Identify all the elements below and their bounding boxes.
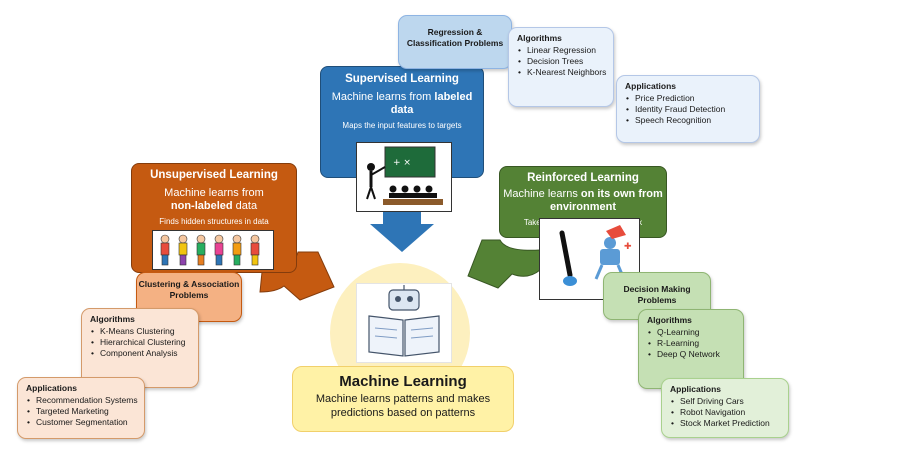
list-item: R-Learning <box>647 338 737 349</box>
robot-play-illustration: ✚ <box>539 218 640 300</box>
supervised-title: Supervised Learning <box>345 73 459 85</box>
list-item: Customer Segmentation <box>26 417 138 428</box>
supervised-applications: Applications Price Prediction Identity F… <box>616 75 760 143</box>
list-item: Self Driving Cars <box>670 396 782 407</box>
list-item: K-Means Clustering <box>90 326 192 337</box>
machine-learning-description: Machine learns patterns and makes predic… <box>315 393 491 419</box>
list-item: Decision Trees <box>517 56 607 67</box>
unsupervised-main: Machine learns from non-labeled data <box>164 187 264 212</box>
reinforced-main: Machine learns on its own from environme… <box>503 188 663 213</box>
svg-text:+ ×: + × <box>393 158 411 168</box>
list-item: Hierarchical Clustering <box>90 337 192 348</box>
reinforced-arrow <box>467 239 541 289</box>
supervised-arrow <box>370 212 434 252</box>
list-item: Stock Market Prediction <box>670 418 782 429</box>
list-item: Robot Navigation <box>670 407 782 418</box>
reinforced-algorithms-heading: Algorithms <box>647 315 692 325</box>
unsupervised-algorithms: Algorithms K-Means Clustering Hierarchic… <box>81 308 199 388</box>
reinforced-algorithms: Algorithms Q-Learning R-Learning Deep Q … <box>638 309 744 389</box>
list-item: Linear Regression <box>517 45 607 56</box>
supervised-learning-box: Supervised Learning Machine learns from … <box>320 66 484 178</box>
classroom-illustration: + × <box>356 142 452 212</box>
robot-reading-illustration <box>356 283 452 363</box>
list-item: Identity Fraud Detection <box>625 104 753 115</box>
machine-learning-title: Machine Learning <box>339 373 467 390</box>
unsupervised-applications: Applications Recommendation Systems Targ… <box>17 377 145 439</box>
list-item: Targeted Marketing <box>26 406 138 417</box>
svg-text:✚: ✚ <box>624 242 632 252</box>
supervised-main: Machine learns from labeled data <box>331 91 473 116</box>
reinforced-applications: Applications Self Driving Cars Robot Nav… <box>661 378 789 438</box>
unsupervised-algorithms-heading: Algorithms <box>90 314 135 324</box>
list-item: Deep Q Network <box>647 349 737 360</box>
list-item: K-Nearest Neighbors <box>517 67 607 78</box>
list-item: Recommendation Systems <box>26 395 138 406</box>
list-item: Component Analysis <box>90 348 192 359</box>
list-item: Price Prediction <box>625 93 753 104</box>
supervised-applications-heading: Applications <box>625 81 677 91</box>
unsupervised-sub: Finds hidden structures in data <box>159 217 269 226</box>
supervised-sub: Maps the input features to targets <box>342 121 462 130</box>
machine-learning-box: Machine Learning Machine learns patterns… <box>292 366 514 432</box>
unsupervised-applications-heading: Applications <box>26 383 78 393</box>
reinforced-applications-heading: Applications <box>670 384 722 394</box>
unsupervised-title: Unsupervised Learning <box>150 169 278 181</box>
list-item: Q-Learning <box>647 327 737 338</box>
reinforced-title: Reinforced Learning <box>527 172 639 184</box>
children-illustration <box>152 230 274 270</box>
supervised-algorithms: Algorithms Linear Regression Decision Tr… <box>508 27 614 107</box>
list-item: Speech Recognition <box>625 115 753 126</box>
supervised-algorithms-heading: Algorithms <box>517 33 562 43</box>
supervised-problems: Regression & Classification Problems <box>398 15 512 69</box>
